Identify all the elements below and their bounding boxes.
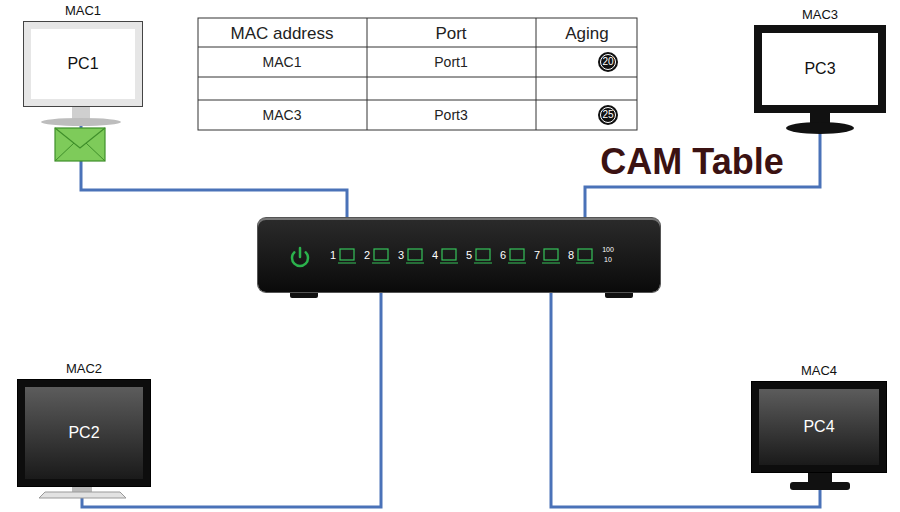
- table-rule: [198, 47, 637, 48]
- table-cell: Port3: [434, 108, 467, 122]
- port-number: 3: [398, 250, 404, 261]
- monitor-stand: [72, 106, 90, 120]
- aging-badge-ring: [601, 55, 616, 70]
- table-rule: [536, 18, 537, 130]
- ethernet-port: [578, 249, 592, 260]
- ethernet-port: [476, 249, 490, 260]
- port-led-line: [474, 263, 492, 264]
- pc-name: PC4: [803, 419, 834, 435]
- ethernet-port: [442, 249, 456, 260]
- monitor-stand: [790, 482, 850, 490]
- pc-name: PC1: [67, 56, 98, 72]
- table-cell: Port1: [434, 55, 467, 69]
- aging-value: 20: [602, 57, 613, 67]
- table-cell: MAC3: [263, 108, 302, 122]
- port-number: 4: [432, 250, 438, 261]
- table-header: Port: [435, 25, 466, 42]
- speed-label: 100: [602, 246, 614, 253]
- table-rule: [367, 18, 368, 130]
- envelope-fold: [55, 143, 74, 161]
- port-led-line: [542, 263, 560, 264]
- envelope-fold: [86, 143, 105, 161]
- envelope-flap: [55, 128, 105, 148]
- pc-name: PC2: [68, 425, 99, 441]
- network-switch: 1 2 3 4 5 6 7 8 100 10: [258, 218, 660, 292]
- speed-label: 10: [604, 256, 612, 263]
- port-number: 1: [330, 250, 336, 261]
- monitor-stand: [786, 122, 854, 134]
- table-rule: [198, 100, 637, 101]
- aging-badge-ring: [601, 108, 616, 123]
- table-rule: [198, 77, 637, 78]
- aging-badge: [598, 105, 618, 125]
- pc-monitor: MAC1PC1: [24, 22, 142, 106]
- envelope-icon: [55, 128, 105, 161]
- port-number: 6: [500, 250, 506, 261]
- mac-address-heading: MAC4: [801, 364, 837, 377]
- ethernet-port: [408, 249, 422, 260]
- ethernet-port: [374, 249, 388, 260]
- mac-address-heading: MAC2: [66, 362, 102, 375]
- network-cable: [585, 112, 820, 218]
- monitor-stand: [808, 472, 832, 483]
- table-cell: MAC1: [263, 55, 302, 69]
- pc-monitor: MAC2PC2: [18, 380, 150, 486]
- aging-badge: [598, 52, 618, 72]
- ethernet-port: [544, 249, 558, 260]
- port-led-line: [372, 263, 390, 264]
- port-led-line: [406, 263, 424, 264]
- network-cable: [81, 106, 347, 218]
- port-number: 2: [364, 250, 370, 261]
- mac-address-heading: MAC1: [65, 4, 101, 17]
- monitor-stand: [72, 486, 92, 492]
- port-led-line: [508, 263, 526, 264]
- monitor-stand: [39, 492, 126, 498]
- port-number: 7: [534, 250, 540, 261]
- table-header: MAC address: [231, 25, 334, 42]
- port-led-line: [440, 263, 458, 264]
- port-number: 5: [466, 250, 472, 261]
- aging-value: 25: [602, 110, 613, 120]
- ethernet-port: [340, 249, 354, 260]
- pc-name: PC3: [804, 61, 835, 77]
- power-icon: [299, 248, 302, 257]
- table-header: Aging: [565, 25, 608, 42]
- cam-table-grid: [198, 18, 637, 130]
- monitor-stand: [41, 118, 121, 126]
- pc-monitor: MAC4PC4: [752, 382, 886, 472]
- ethernet-port: [510, 249, 524, 260]
- envelope-body: [55, 128, 105, 161]
- port-number: 8: [568, 250, 574, 261]
- port-led-line: [338, 263, 356, 264]
- mac-address-heading: MAC3: [802, 8, 838, 21]
- port-led-line: [576, 263, 594, 264]
- table-border: [198, 18, 637, 130]
- pc-monitor: MAC3PC3: [755, 26, 885, 112]
- table-title: CAM Table: [600, 144, 783, 180]
- switch-panel: [258, 218, 660, 292]
